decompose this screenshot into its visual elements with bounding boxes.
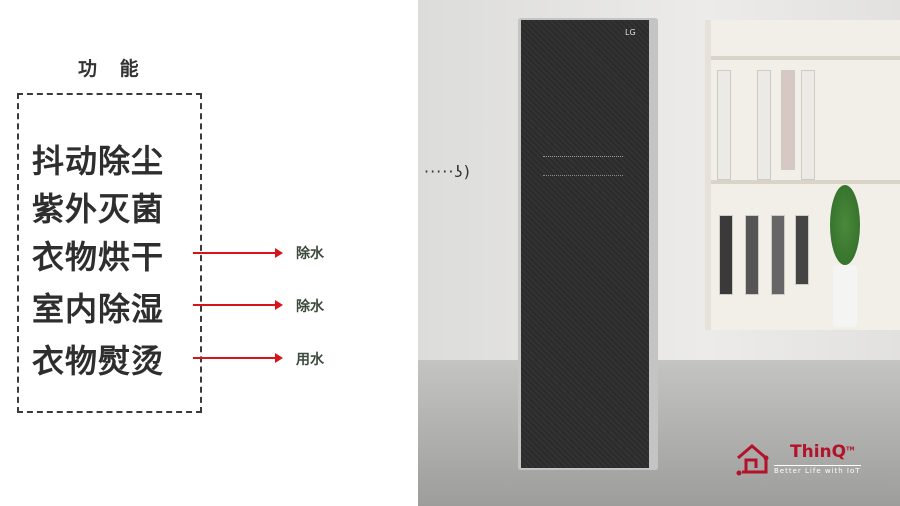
arrow-right-icon: [193, 300, 283, 310]
feature-ironing: 衣物熨烫: [32, 342, 165, 380]
section-title: 功 能: [78, 58, 147, 80]
note-use-water: 用水: [296, 352, 324, 368]
cabinet-door: LG: [521, 20, 649, 468]
styler-cabinet: LG: [518, 18, 658, 470]
shirt: [801, 70, 815, 180]
trousers: [771, 215, 785, 295]
wireless-signal-icon: ·····ʖ): [424, 162, 471, 181]
thinq-tagline: Better Life with IoT: [774, 465, 861, 475]
floor: [418, 360, 900, 506]
smart-home-icon: [736, 444, 769, 476]
trousers: [745, 215, 759, 295]
control-panel: [543, 156, 623, 176]
thinq-logo: ThinQTM Better Life with IoT: [728, 440, 888, 480]
shelf: [711, 180, 900, 184]
feature-dehumidify: 室内除湿: [32, 290, 165, 328]
thinq-wordmark: ThinQTM: [790, 442, 855, 462]
feature-uv-sterilization: 紫外灭菌: [32, 190, 165, 228]
feature-clothes-drying: 衣物烘干: [32, 238, 165, 276]
trousers: [795, 215, 809, 285]
shirt: [717, 70, 731, 180]
trousers: [719, 215, 733, 295]
feature-dust-removal: 抖动除尘: [32, 142, 165, 180]
arrow-right-icon: [193, 248, 283, 258]
note-remove-water: 除水: [296, 299, 324, 315]
note-remove-water: 除水: [296, 246, 324, 262]
product-photo: ·····ʖ) LG ThinQTM Better Life with IoT: [418, 0, 900, 506]
lg-logo: LG: [625, 28, 636, 37]
plant-pot: [833, 265, 857, 327]
shirt: [781, 70, 795, 170]
shelf: [711, 56, 900, 60]
arrow-right-icon: [193, 353, 283, 363]
plant: [830, 185, 860, 265]
shirt: [757, 70, 771, 180]
wardrobe: [705, 20, 900, 330]
